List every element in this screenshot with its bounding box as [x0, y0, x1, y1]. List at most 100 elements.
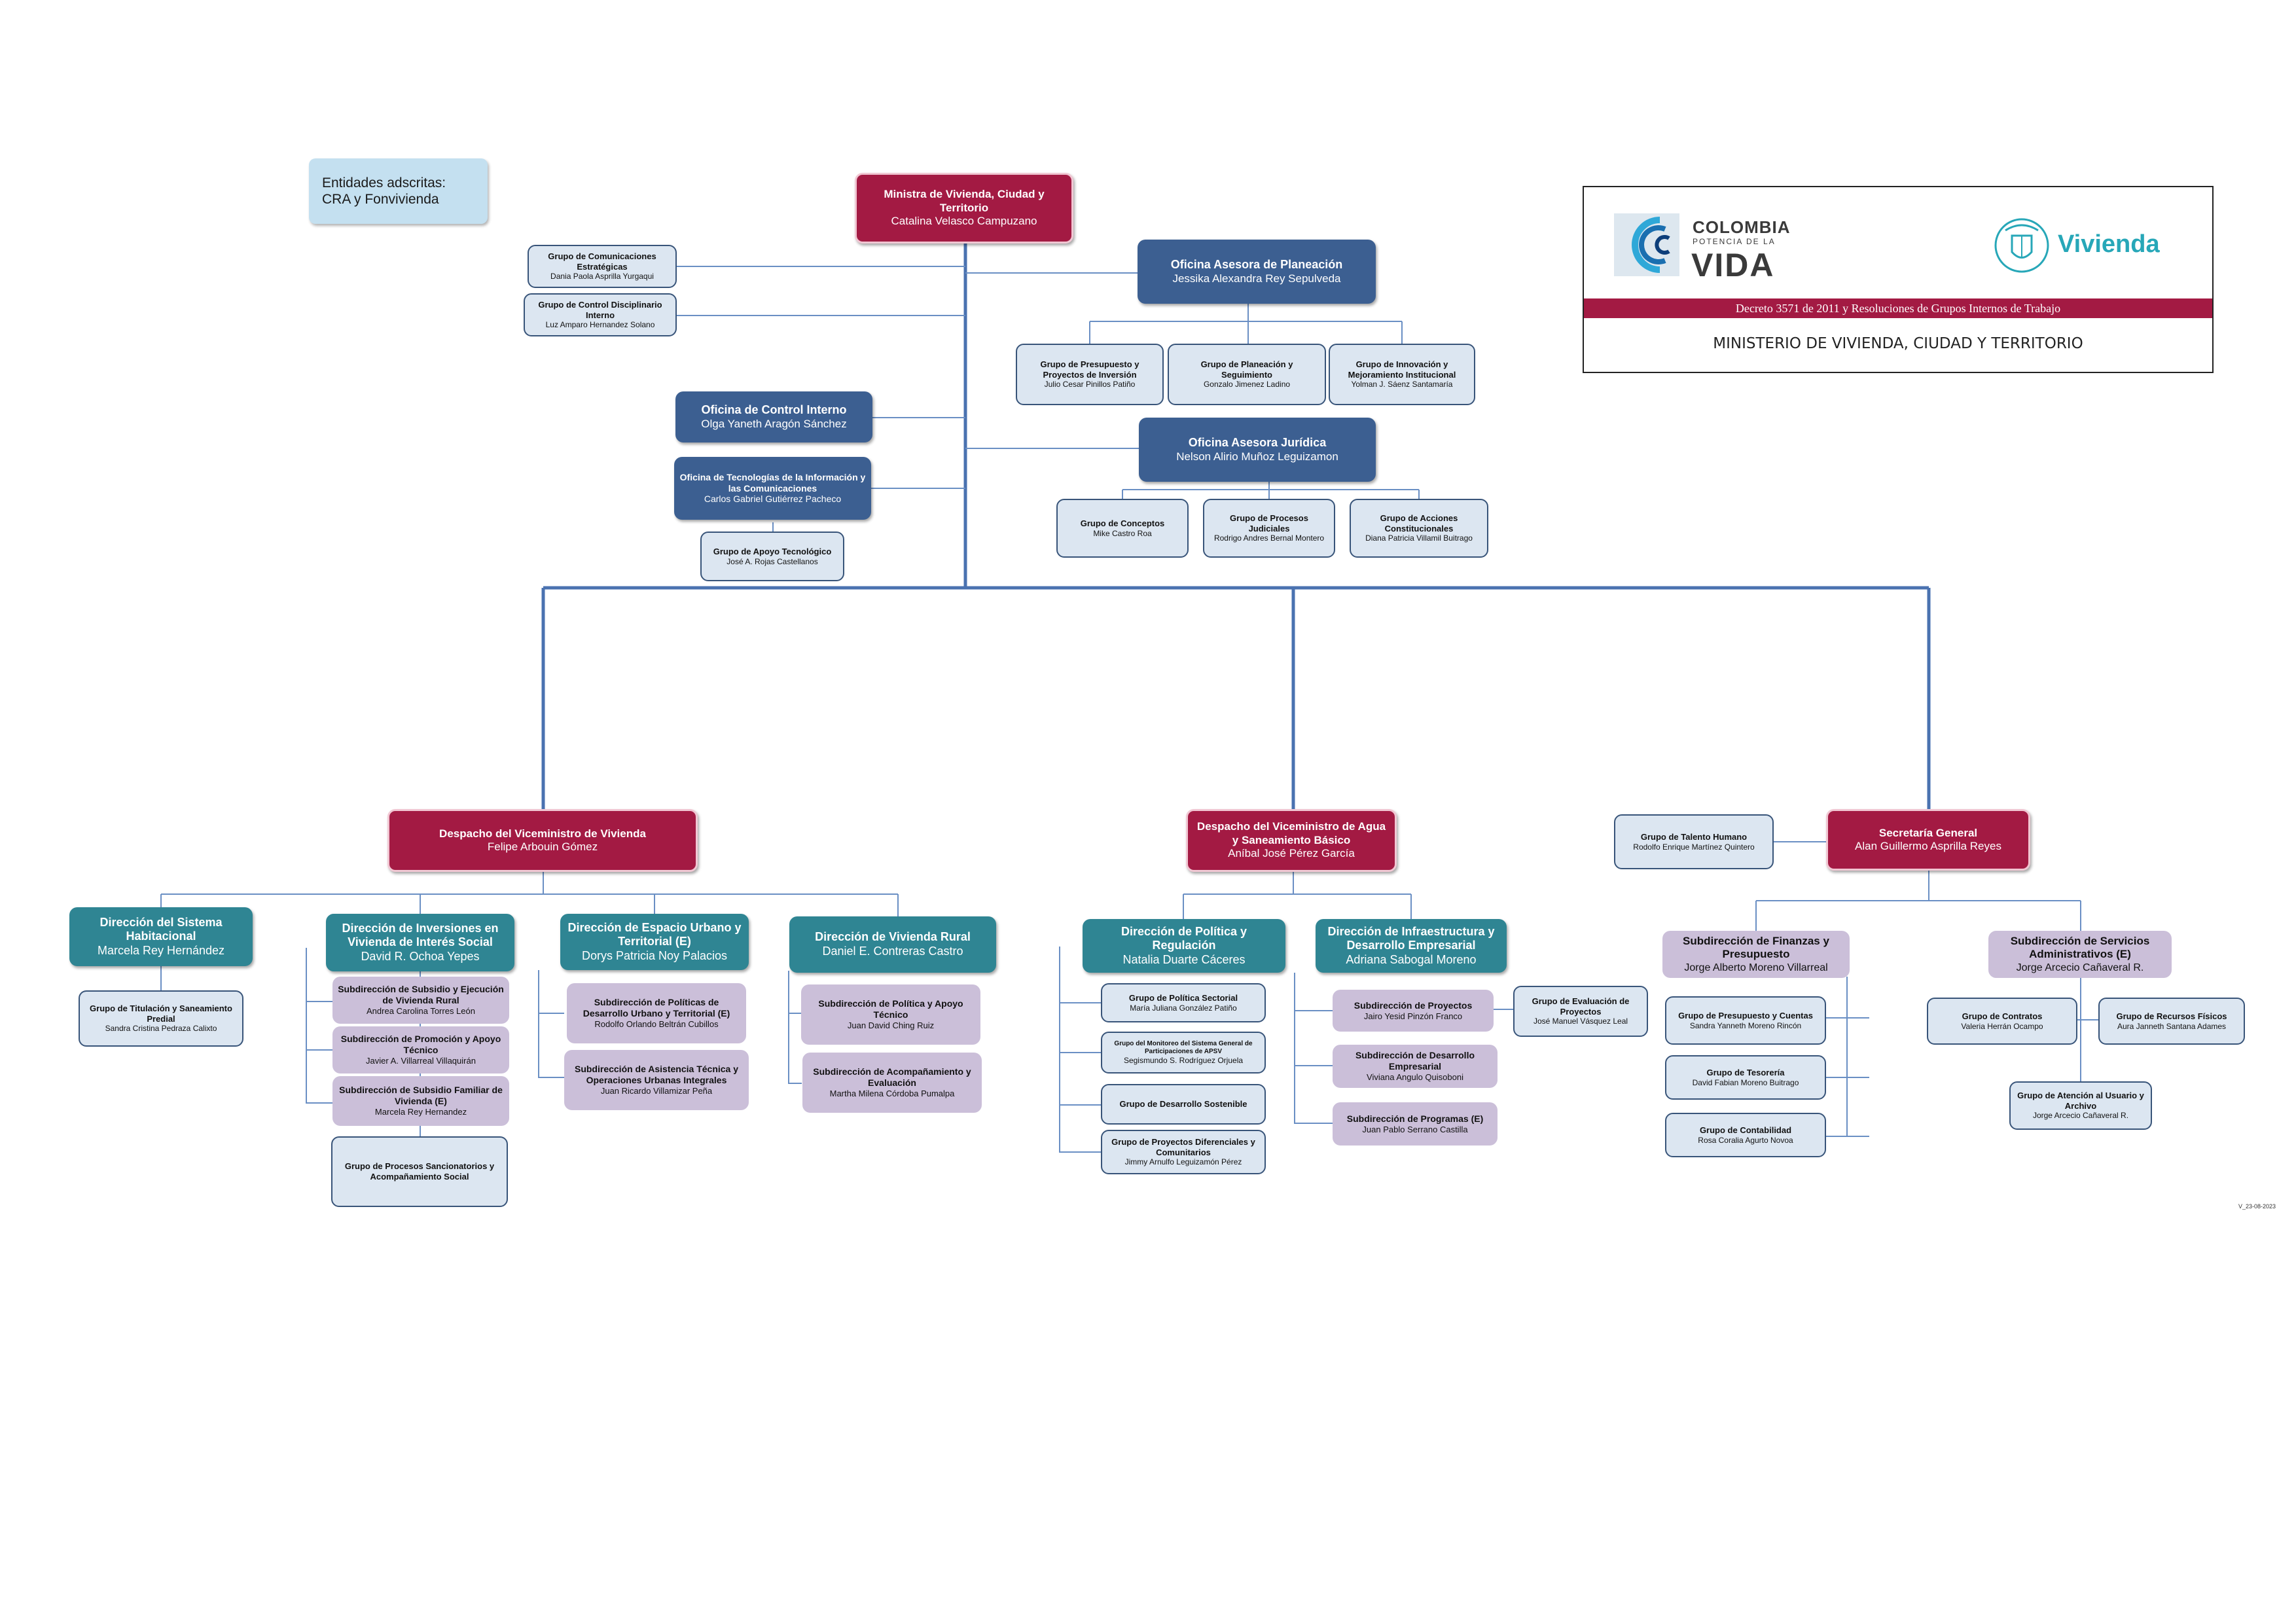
proyectos-diferenciales-group-box[interactable]: Grupo de Proyectos Diferenciales y Comun… — [1101, 1130, 1266, 1174]
tesoreria-name: David Fabian Moreno Buitrago — [1692, 1077, 1799, 1087]
presupuesto-inversion-group-box[interactable]: Grupo de Presupuesto y Proyectos de Inve… — [1016, 344, 1164, 405]
espacio-urbano-title: Dirección de Espacio Urbano y Territoria… — [567, 920, 742, 948]
colombia-logo-word1: COLOMBIA — [1693, 217, 1791, 237]
sub-familiar-title: Subdirección de Subsidio Familiar de Viv… — [339, 1085, 503, 1107]
atencion-usuario-title: Grupo de Atención al Usuario y Archivo — [2017, 1091, 2144, 1111]
politica-regulacion-direction-box[interactable]: Dirección de Política y Regulación Natal… — [1083, 919, 1285, 973]
sub-servicios-title: Subdirección de Servicios Administrativo… — [2010, 935, 2150, 961]
planeacion-seguimiento-group-box[interactable]: Grupo de Planeación y Seguimiento Gonzal… — [1168, 344, 1326, 405]
servicios-administrativos-subdirection-box[interactable]: Subdirección de Servicios Administrativo… — [1988, 931, 2172, 978]
planeacion-name: Jessika Alexandra Rey Sepulveda — [1172, 272, 1341, 285]
acompanamiento-evaluacion-subdirection-box[interactable]: Subdirección de Acompañamiento y Evaluac… — [802, 1053, 982, 1113]
acciones-constitucionales-group-box[interactable]: Grupo de Acciones Constitucionales Diana… — [1350, 499, 1488, 558]
entidades-list: CRA y Fonvivienda — [322, 192, 439, 207]
inversiones-title: Dirección de Inversiones en Vivienda de … — [342, 921, 499, 949]
constitucionales-title: Grupo de Acciones Constitucionales — [1380, 513, 1458, 533]
comunicaciones-group-box[interactable]: Grupo de Comunicaciones Estratégicas Dan… — [528, 245, 677, 288]
infraestructura-direction-box[interactable]: Dirección de Infraestructura y Desarroll… — [1316, 919, 1507, 973]
desarrollo-sostenible-group-box[interactable]: Grupo de Desarrollo Sostenible — [1101, 1084, 1266, 1125]
sub-promocion-name: Javier A. Villarreal Villaquirán — [366, 1056, 476, 1066]
talento-humano-group-box[interactable]: Grupo de Talento Humano Rodolfo Enrique … — [1614, 814, 1774, 869]
apoyo-tec-title: Grupo de Apoyo Tecnológico — [713, 547, 832, 556]
inversiones-child-lines — [306, 948, 421, 1136]
colombia-logo-icon — [1614, 213, 1679, 276]
subdireccion-programas-box[interactable]: Subdirección de Programas (E) Juan Pablo… — [1333, 1102, 1498, 1146]
vice-vivienda-box[interactable]: Despacho del Viceministro de Vivienda Fe… — [387, 809, 698, 872]
sub-servicios-name: Jorge Arcecio Cañaveral R. — [2016, 962, 2144, 973]
desarrollo-empresarial-subdirection-box[interactable]: Subdirección de Desarrollo Empresarial V… — [1333, 1045, 1498, 1088]
sub-programas-title: Subdirección de Programas (E) — [1346, 1113, 1484, 1124]
disciplinario-group-box[interactable]: Grupo de Control Disciplinario Interno L… — [524, 293, 677, 336]
planeacion-office-box[interactable]: Oficina Asesora de Planeación Jessika Al… — [1138, 240, 1376, 304]
subdireccion-proyectos-box[interactable]: Subdirección de Proyectos Jairo Yesid Pi… — [1333, 990, 1494, 1032]
vice-agua-bus — [1183, 872, 1412, 920]
tesoreria-group-box[interactable]: Grupo de Tesorería David Fabian Moreno B… — [1665, 1055, 1826, 1100]
evaluacion-proyectos-group-box[interactable]: Grupo de Evaluación de Proyectos José Ma… — [1513, 986, 1648, 1037]
planeacion-title: Oficina Asesora de Planeación — [1170, 258, 1343, 271]
control-interno-office-box[interactable]: Oficina de Control Interno Olga Yaneth A… — [675, 391, 872, 442]
atencion-usuario-group-box[interactable]: Grupo de Atención al Usuario y Archivo J… — [2009, 1081, 2152, 1130]
presupuesto-inv-title: Grupo de Presupuesto y Proyectos de Inve… — [1040, 359, 1139, 380]
titulacion-group-box[interactable]: Grupo de Titulación y Saneamiento Predia… — [79, 990, 243, 1047]
subsidio-rural-subdirection-box[interactable]: Subdirección de Subsidio y Ejecución de … — [332, 977, 509, 1024]
header-panel: COLOMBIA POTENCIA DE LA VIDA Vivienda De… — [1583, 186, 2214, 373]
monitoreo-title: Grupo del Monitoreo del Sistema General … — [1114, 1039, 1253, 1055]
espacio-urbano-name: Dorys Patricia Noy Palacios — [581, 948, 728, 962]
infraestructura-name: Adriana Sabogal Moreno — [1346, 952, 1477, 966]
innovacion-group-box[interactable]: Grupo de Innovación y Mejoramiento Insti… — [1329, 344, 1475, 405]
atencion-usuario-name: Jorge Arcecio Cañaveral R. — [2032, 1111, 2129, 1121]
politica-apoyo-tecnico-subdirection-box[interactable]: Subdirección de Política y Apoyo Técnico… — [801, 984, 980, 1045]
recursos-fisicos-group-box[interactable]: Grupo de Recursos Físicos Aura Janneth S… — [2098, 998, 2245, 1045]
sub-proyectos-title: Subdirección de Proyectos — [1354, 1000, 1473, 1011]
vivienda-rural-direction-box[interactable]: Dirección de Vivienda Rural Daniel E. Co… — [789, 916, 996, 973]
contratos-group-box[interactable]: Grupo de Contratos Valeria Herrán Ocampo — [1927, 998, 2077, 1045]
procesos-judiciales-group-box[interactable]: Grupo de Procesos Judiciales Rodrigo And… — [1203, 499, 1335, 558]
coat-of-arms-icon — [1994, 218, 2049, 273]
politica-sectorial-group-box[interactable]: Grupo de Política Sectorial María Julian… — [1101, 983, 1266, 1022]
sancionatorios-group-box[interactable]: Grupo de Procesos Sancionatorios y Acomp… — [331, 1136, 508, 1207]
juridica-office-box[interactable]: Oficina Asesora Jurídica Nelson Alirio M… — [1139, 418, 1376, 482]
subsidio-familiar-subdirection-box[interactable]: Subdirección de Subsidio Familiar de Viv… — [332, 1076, 509, 1126]
habitacional-title: Dirección del Sistema Habitacional — [99, 915, 223, 943]
titulacion-title: Grupo de Titulación y Saneamiento Predia… — [90, 1003, 232, 1024]
asistencia-tecnica-subdirection-box[interactable]: Subdirección de Asistencia Técnica y Ope… — [564, 1050, 749, 1110]
sub-des-emp-name: Viviana Angulo Quisoboni — [1367, 1072, 1463, 1082]
talento-name: Rodolfo Enrique Martínez Quintero — [1633, 842, 1755, 852]
promocion-apoyo-subdirection-box[interactable]: Subdirección de Promoción y Apoyo Técnic… — [332, 1026, 509, 1074]
tic-office-box[interactable]: Oficina de Tecnologías de la Información… — [674, 457, 871, 520]
sub-politicas-du-title: Subdirección de Políticas de Desarrollo … — [583, 997, 730, 1019]
secretaria-title: Secretaría General — [1878, 826, 1978, 839]
colombia-logo-word2: POTENCIA DE LA — [1693, 237, 1776, 246]
secretaria-name: Alan Guillermo Asprilla Reyes — [1855, 840, 2001, 852]
comunicaciones-name: Dania Paola Asprilla Yurgaqui — [550, 272, 654, 281]
innovacion-name: Yolman J. Sáenz Santamaría — [1351, 380, 1453, 389]
innovacion-title: Grupo de Innovación y Mejoramiento Insti… — [1348, 359, 1456, 380]
desarrollo-sost-title: Grupo de Desarrollo Sostenible — [1119, 1099, 1247, 1110]
presupuesto-cuentas-group-box[interactable]: Grupo de Presupuesto y Cuentas Sandra Ya… — [1665, 996, 1826, 1045]
sub-finanzas-title: Subdirección de Finanzas y Presupuesto — [1683, 935, 1829, 961]
secretaria-general-box[interactable]: Secretaría General Alan Guillermo Aspril… — [1826, 809, 2030, 871]
sistema-habitacional-direction-box[interactable]: Dirección del Sistema Habitacional Marce… — [69, 907, 253, 966]
monitoreo-sgp-group-box[interactable]: Grupo del Monitoreo del Sistema General … — [1101, 1032, 1266, 1074]
rural-child-lines — [788, 971, 802, 1084]
vice-vivienda-name: Felipe Arbouin Gómez — [487, 840, 598, 853]
inversiones-vis-direction-box[interactable]: Dirección de Inversiones en Vivienda de … — [326, 914, 514, 971]
juridica-name: Nelson Alirio Muñoz Leguizamon — [1176, 450, 1338, 463]
conceptos-group-box[interactable]: Grupo de Conceptos Mike Castro Roa — [1056, 499, 1189, 558]
finanzas-presupuesto-subdirection-box[interactable]: Subdirección de Finanzas y Presupuesto J… — [1662, 931, 1850, 978]
sub-acompanamiento-title: Subdirección de Acompañamiento y Evaluac… — [813, 1066, 971, 1089]
minister-box[interactable]: Ministra de Vivienda, Ciudad y Territori… — [855, 173, 1073, 244]
vice-agua-box[interactable]: Despacho del Viceministro de Agua y Sane… — [1186, 809, 1397, 872]
politica-sectorial-name: María Juliana González Patiño — [1130, 1003, 1237, 1013]
presupuesto-inv-name: Julio Cesar Pinillos Patiño — [1044, 380, 1136, 389]
contabilidad-title: Grupo de Contabilidad — [1699, 1125, 1792, 1135]
contratos-name: Valeria Herrán Ocampo — [1961, 1021, 2043, 1031]
politicas-desarrollo-urbano-subdirection-box[interactable]: Subdirección de Políticas de Desarrollo … — [567, 983, 746, 1043]
sub-finanzas-name: Jorge Alberto Moreno Villarreal — [1684, 962, 1828, 973]
politica-reg-child-lines — [1059, 947, 1102, 1153]
espacio-urbano-direction-box[interactable]: Dirección de Espacio Urbano y Territoria… — [560, 914, 749, 970]
apoyo-tecnologico-group-box[interactable]: Grupo de Apoyo Tecnológico José A. Rojas… — [700, 532, 844, 581]
sub-familiar-name: Marcela Rey Hernandez — [374, 1107, 467, 1117]
tic-title: Oficina de Tecnologías de la Información… — [679, 471, 866, 494]
contabilidad-group-box[interactable]: Grupo de Contabilidad Rosa Coralia Agurt… — [1665, 1113, 1826, 1157]
